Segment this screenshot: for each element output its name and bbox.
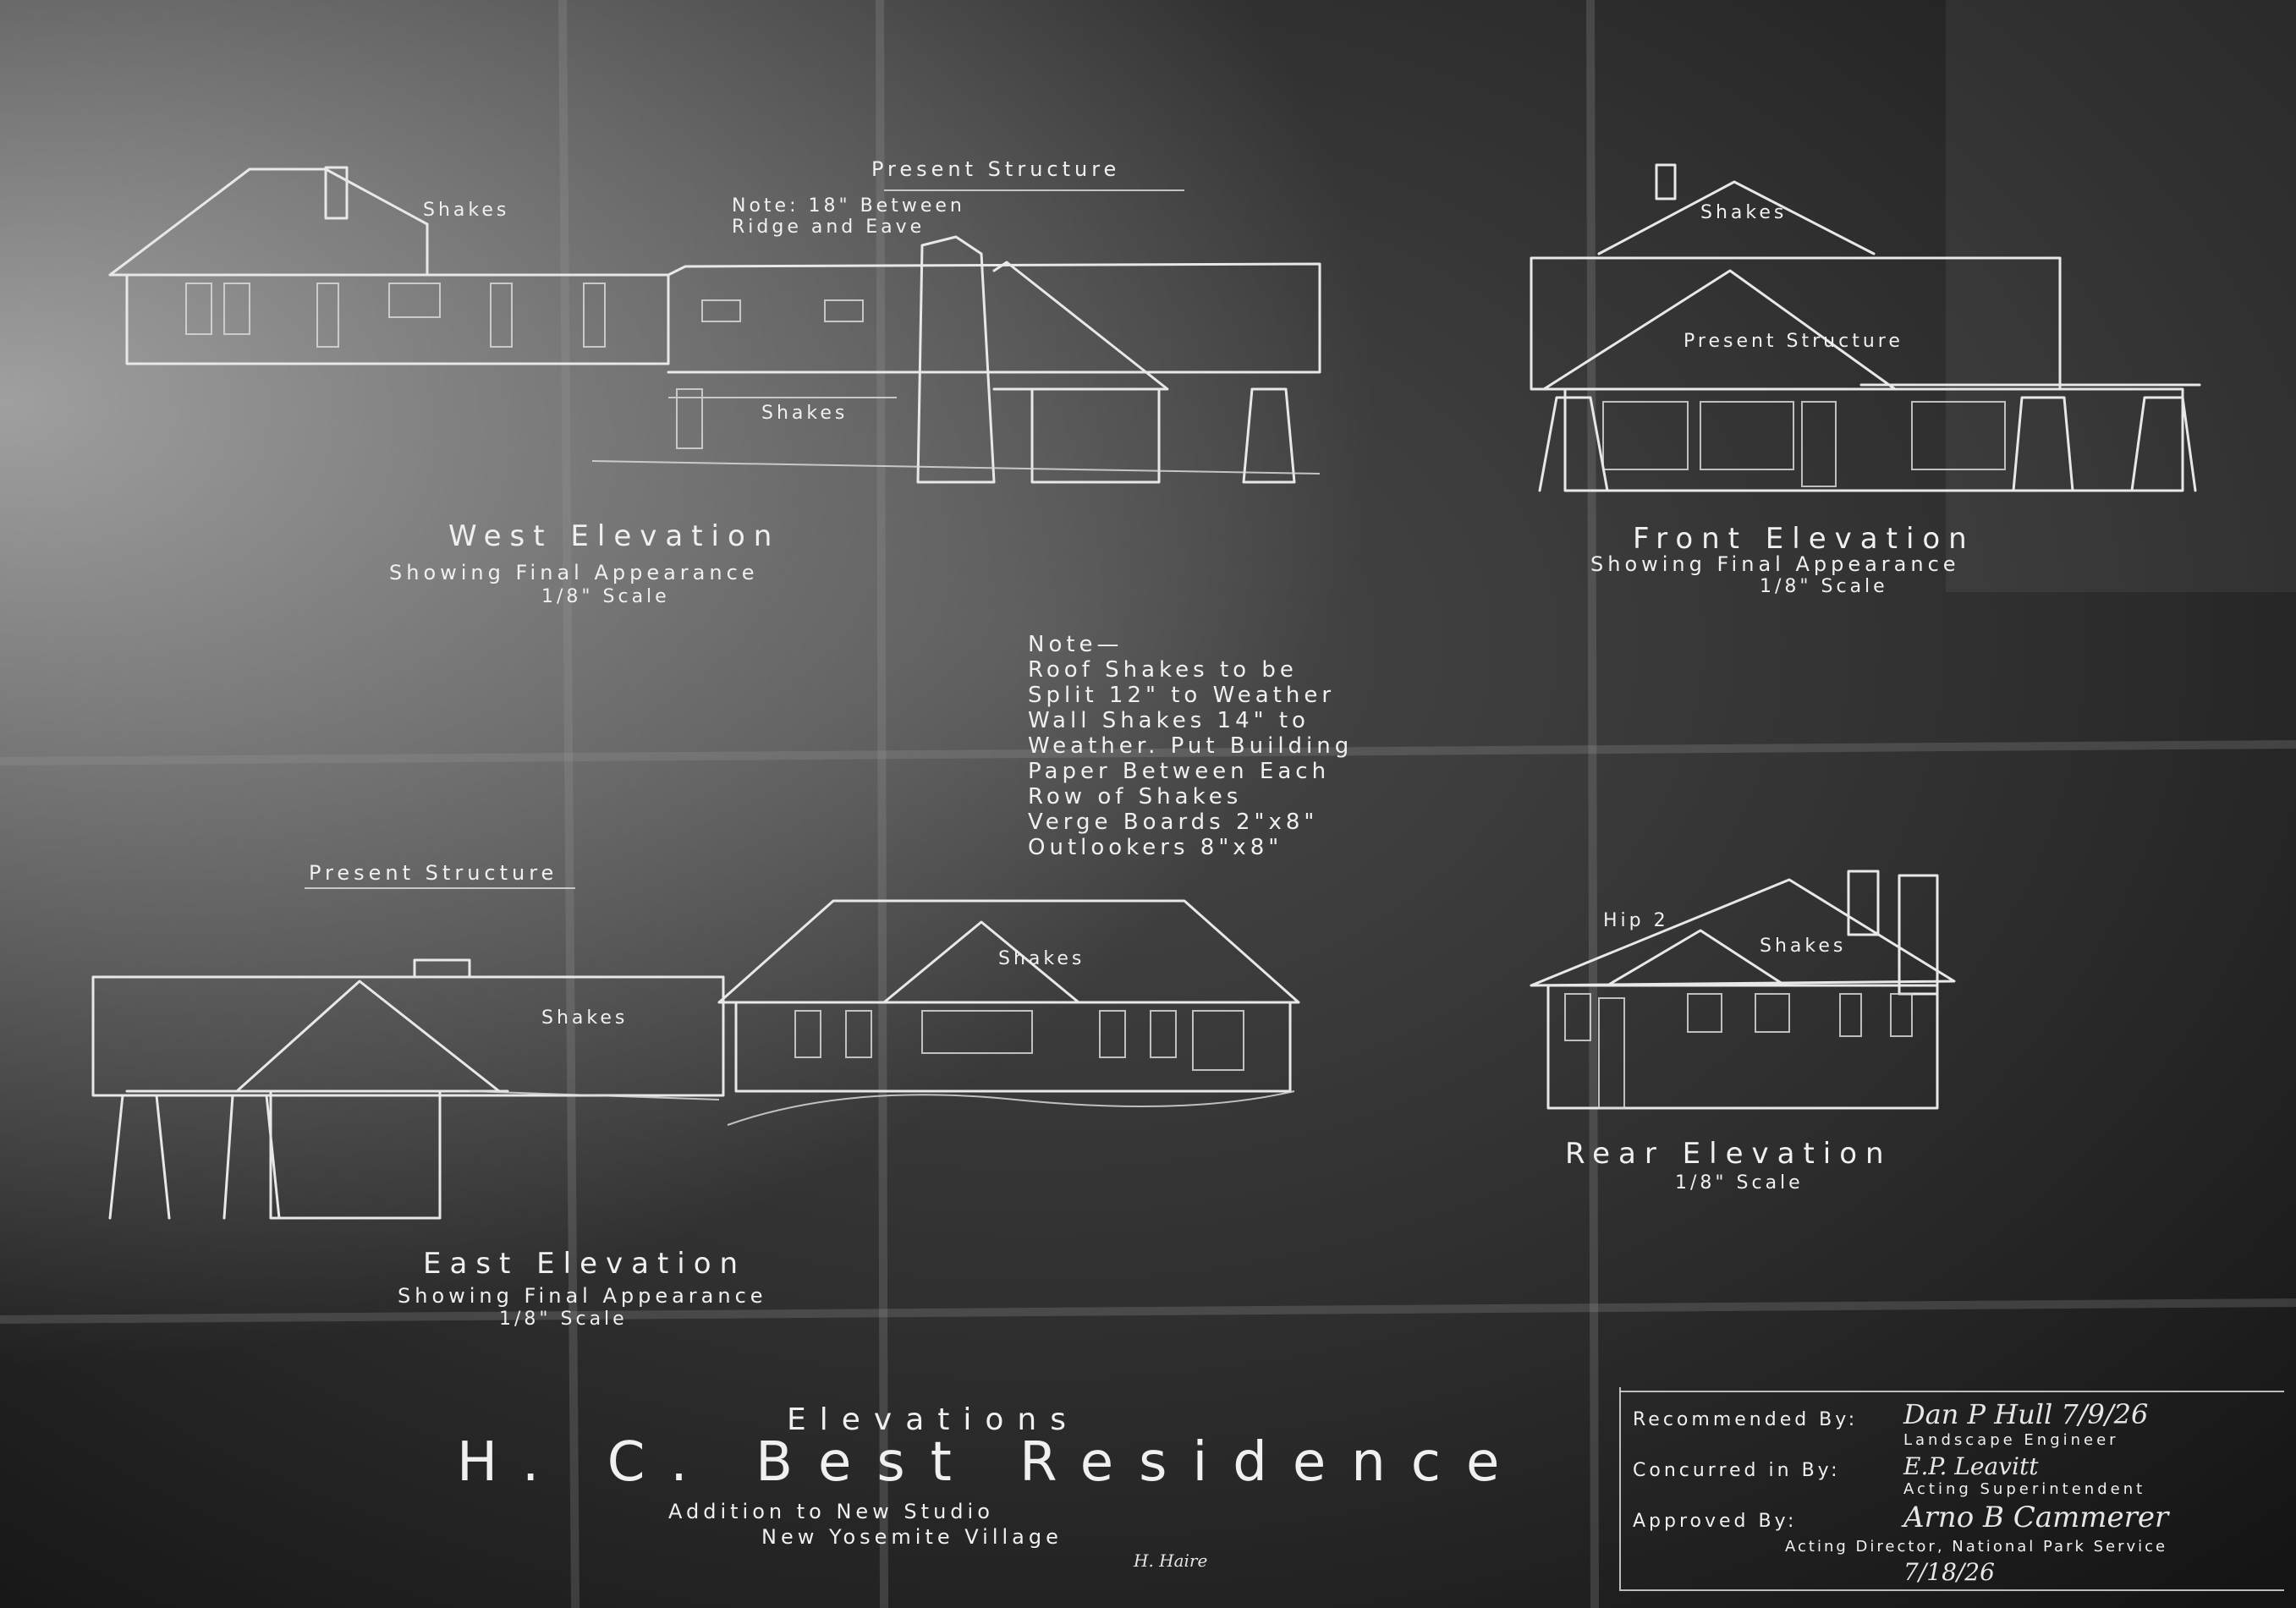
rear-elevation-drawing: Hip 2 Shakes	[1530, 870, 1956, 1110]
note-line: Verge Boards 2"x8"	[1028, 809, 1318, 835]
east-wall-label: Shakes	[541, 1007, 628, 1029]
note-line: Split 12" to Weather	[1028, 683, 1335, 708]
note-line: Roof Shakes to be	[1028, 657, 1298, 683]
front-roof-label: Shakes	[1700, 202, 1787, 223]
project-title: H. C. Best Residence	[457, 1431, 1524, 1494]
rear-elevation-title: Rear Elevation	[1565, 1137, 1892, 1171]
approved-by-label: Approved By:	[1633, 1511, 1797, 1532]
west-present-structure-label: Present Structure	[871, 157, 1120, 181]
front-elevation-scale: 1/8" Scale	[1760, 576, 1888, 597]
front-elevation-drawing: Shakes Present Structure	[1530, 163, 2201, 492]
project-line-2: New Yosemite Village	[761, 1525, 1063, 1549]
note-line: Weather. Put Building	[1028, 733, 1353, 759]
rear-roof-label: Shakes	[1760, 936, 1846, 957]
east-elevation-subtitle: Showing Final Appearance	[398, 1284, 767, 1308]
west-elevation-drawing: Shakes Shakes Present Structure Note: 18…	[108, 157, 1321, 484]
note-heading: Note—	[1028, 632, 1123, 657]
concurred-signature: E.P. Leavitt	[1903, 1452, 2039, 1480]
west-elevation-title: West Elevation	[448, 519, 780, 553]
east-elevation-drawing: Present Structure Shakes Shakes	[91, 861, 1300, 1220]
recommended-signature: Dan P Hull 7/9/26	[1903, 1398, 2148, 1430]
drafter-name: H. Haire	[1133, 1550, 1207, 1571]
approved-title: Acting Director, National Park Service	[1785, 1538, 2167, 1556]
note-line: Row of Shakes	[1028, 784, 1242, 809]
front-elevation-title: Front Elevation	[1633, 522, 1975, 556]
west-wall-label: Shakes	[761, 403, 848, 424]
sheet-heading: Elevations	[787, 1402, 1079, 1437]
title-block: Elevations H. C. Best Residence Addition…	[457, 1402, 1524, 1571]
west-elevation-subtitle: Showing Final Appearance	[389, 561, 759, 584]
front-elevation-subtitle: Showing Final Appearance	[1590, 552, 1960, 576]
note-line: Wall Shakes 14" to	[1028, 708, 1310, 733]
east-roof-label: Shakes	[998, 948, 1085, 969]
concurred-by-label: Concurred in By:	[1633, 1460, 1841, 1481]
west-elevation-scale: 1/8" Scale	[541, 586, 670, 607]
note-line: Outlookers 8"x8"	[1028, 835, 1283, 860]
front-present-structure-label: Present Structure	[1684, 331, 1903, 352]
approved-signature: Arno B Cammerer	[1901, 1501, 2170, 1534]
concurred-title: Acting Superintendent	[1903, 1480, 2145, 1498]
west-roof-label: Shakes	[423, 200, 509, 221]
construction-note: Note— Roof Shakes to be Split 12" to Wea…	[1028, 632, 1353, 860]
recommended-by-label: Recommended By:	[1633, 1409, 1858, 1430]
west-ridge-note-1: Note: 18" Between	[732, 195, 965, 217]
note-line: Paper Between Each	[1028, 759, 1330, 784]
east-elevation-scale: 1/8" Scale	[499, 1309, 628, 1330]
project-line-1: Addition to New Studio	[668, 1500, 994, 1523]
east-elevation-title: East Elevation	[423, 1247, 746, 1281]
west-ridge-note-2: Ridge and Eave	[732, 217, 925, 238]
approved-date: 7/18/26	[1903, 1558, 1995, 1586]
recommended-title: Landscape Engineer	[1903, 1431, 2119, 1449]
rear-elevation-scale: 1/8" Scale	[1675, 1172, 1804, 1194]
rear-hip-label: Hip 2	[1603, 910, 1669, 931]
approval-block: Recommended By: Dan P Hull 7/9/26 Landsc…	[1619, 1387, 2284, 1591]
east-present-structure-label: Present Structure	[309, 861, 558, 885]
